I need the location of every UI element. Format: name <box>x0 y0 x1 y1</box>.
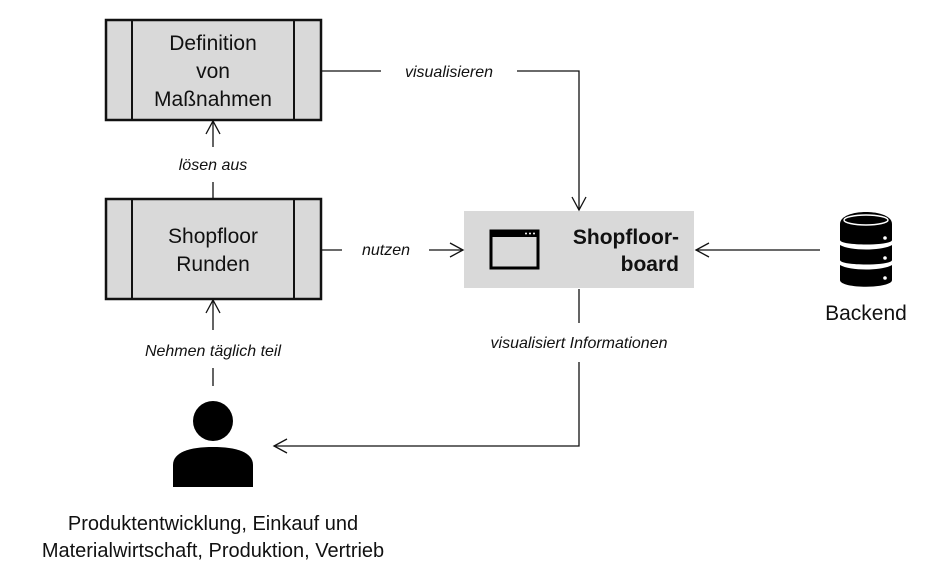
definition-label-line-3: Maßnahmen <box>154 88 272 111</box>
edge-visualisiert-label: visualisiert Informationen <box>491 335 668 352</box>
edge-nutzen-label: nutzen <box>362 242 410 259</box>
node-definition-von-massnahmen[interactable]: Definition von Maßnahmen <box>104 18 323 122</box>
edge-visualisieren-label: visualisieren <box>405 64 493 81</box>
definition-box <box>104 18 323 122</box>
board-box <box>464 211 694 288</box>
rounds-label-line-1: Shopfloor <box>168 225 258 248</box>
backend-label: Backend <box>825 302 907 325</box>
rounds-box <box>104 197 323 301</box>
edge-visualisieren-arrowhead <box>571 196 587 212</box>
edge-loesen-aus: lösen aus <box>179 119 248 199</box>
board-label-line-2: board <box>621 253 679 276</box>
node-backend[interactable]: Backend <box>825 212 907 325</box>
edge-visualisieren-line-b <box>517 70 580 210</box>
edge-visualisiert-arrowhead <box>272 438 288 454</box>
edge-nehmen-arrowhead <box>205 298 221 314</box>
node-users[interactable]: Produktentwicklung, Einkauf und Material… <box>42 401 384 562</box>
rounds-label-line-2: Runden <box>176 253 250 276</box>
edge-nehmen-taeglich-teil: Nehmen täglich teil <box>145 298 282 386</box>
node-shopfloorboard[interactable]: Shopfloor- board <box>464 211 694 288</box>
edge-loesen-aus-arrowhead <box>205 119 221 135</box>
edge-backend-arrowhead <box>694 242 710 258</box>
edge-loesen-aus-label: lösen aus <box>179 157 248 174</box>
edge-nehmen-label: Nehmen täglich teil <box>145 343 282 360</box>
edge-visualisieren: visualisieren <box>321 64 587 212</box>
edge-nutzen: nutzen <box>321 242 465 259</box>
edge-nutzen-arrowhead <box>449 242 465 258</box>
node-shopfloor-runden[interactable]: Shopfloor Runden <box>104 197 323 301</box>
definition-label-line-2: von <box>196 60 230 83</box>
edge-visualisiert-informationen: visualisiert Informationen <box>272 289 668 454</box>
users-caption-line-2: Materialwirtschaft, Produktion, Vertrieb <box>42 540 384 562</box>
edge-backend-to-board <box>694 242 820 258</box>
edge-visualisiert-line-b <box>274 362 580 447</box>
database-icon <box>840 212 892 287</box>
users-caption-line-1: Produktentwicklung, Einkauf und <box>68 513 358 535</box>
definition-label-line-1: Definition <box>169 32 257 55</box>
board-label-line-1: Shopfloor- <box>573 226 679 249</box>
person-icon <box>173 401 253 487</box>
browser-window-icon <box>489 229 540 270</box>
